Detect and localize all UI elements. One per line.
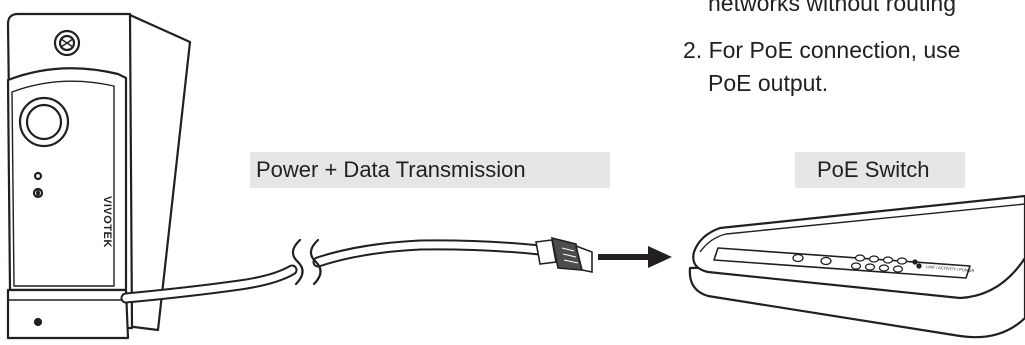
svg-text:VIVOTEK: VIVOTEK — [101, 196, 113, 248]
ethernet-cable — [120, 238, 546, 304]
transmission-label: Power + Data Transmission — [250, 152, 610, 188]
poe-switch-label: PoE Switch — [795, 152, 965, 188]
switch-indicator-leds — [792, 253, 922, 273]
switch-panel-legend: LINK / ACTIVITY / POWER — [926, 264, 975, 273]
transmission-label-text: Power + Data Transmission — [256, 157, 526, 182]
poe-switch-illustration: LINK / ACTIVITY / POWER — [688, 194, 1025, 339]
camera-illustration — [6, 12, 192, 340]
camera-sensor-icon — [33, 171, 43, 181]
note-item-2-line-2: PoE output. — [708, 70, 829, 96]
cable-break-symbol — [291, 238, 304, 286]
direction-arrow-icon — [598, 246, 672, 268]
poe-switch-label-text: PoE Switch — [817, 157, 930, 182]
note-item-2-line-1: 2. For PoE connection, use — [683, 37, 961, 63]
camera-brand-logo: VIVOTEK — [101, 196, 113, 248]
note-line-top-partial: networks without routing — [708, 0, 957, 16]
rj45-connector-icon — [535, 236, 593, 273]
